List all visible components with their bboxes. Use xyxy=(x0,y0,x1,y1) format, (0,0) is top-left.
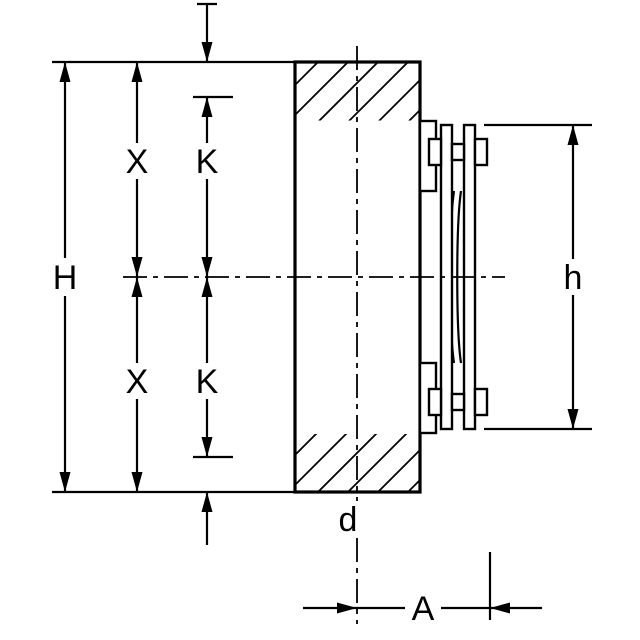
dim-label-K-upper: K xyxy=(196,143,219,181)
lower-bolt-head xyxy=(427,387,443,417)
upper-bolt-shaft xyxy=(450,142,466,162)
lower-bolt-nut xyxy=(473,387,489,417)
dim-label-X-upper: X xyxy=(126,143,149,181)
upper-bolt xyxy=(427,137,489,167)
dim-label-H: H xyxy=(53,259,78,297)
dim-label-K-lower: K xyxy=(196,363,219,401)
arrowheads xyxy=(59,42,579,614)
lower-bolt xyxy=(427,387,489,417)
dim-label-h: h xyxy=(564,259,583,297)
upper-bolt-nut xyxy=(473,137,489,167)
lower-bolt-shaft xyxy=(450,392,466,412)
section-hatching-bottom xyxy=(296,434,419,491)
dim-label-d: d xyxy=(339,501,358,539)
section-hatching-top xyxy=(296,63,419,121)
dim-label-X-lower: X xyxy=(126,363,149,401)
dim-label-A: A xyxy=(412,590,435,628)
upper-bolt-head xyxy=(427,137,443,167)
dimension-label-group: H X K X K h d A xyxy=(47,143,590,628)
